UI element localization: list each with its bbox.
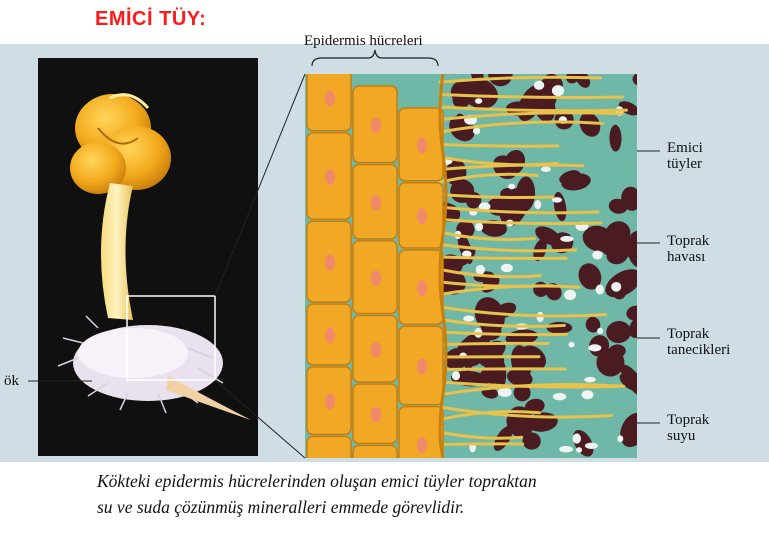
root-hair [440, 444, 523, 445]
label-soil-air: Toprak havası [667, 233, 709, 265]
cell-nucleus [417, 280, 427, 296]
air-pocket [582, 390, 594, 399]
cell-nucleus [371, 195, 381, 211]
air-pocket [553, 393, 567, 400]
air-pocket [611, 282, 621, 292]
root-hair [440, 257, 566, 258]
cell-nucleus [417, 137, 427, 153]
cell-nucleus [417, 437, 427, 453]
air-pocket [508, 184, 515, 190]
cell-nucleus [371, 342, 381, 358]
cell-nucleus [325, 255, 335, 271]
air-pocket [588, 344, 601, 351]
air-pocket [596, 285, 604, 295]
air-pocket [568, 342, 574, 348]
air-pocket [475, 98, 482, 104]
cell-nucleus [371, 117, 381, 133]
air-pocket [463, 316, 474, 322]
air-pocket [475, 223, 483, 232]
cell-nucleus [371, 407, 381, 423]
root-hair [440, 343, 548, 344]
cell-nucleus [417, 358, 427, 374]
zoom-line-top [215, 74, 305, 296]
epidermis-brace [312, 50, 438, 66]
cell-nucleus [325, 90, 335, 106]
label-root-hairs: Emici tüyler [667, 140, 703, 172]
air-pocket [452, 371, 460, 380]
air-pocket [564, 290, 576, 300]
cell-nucleus [325, 394, 335, 410]
air-pocket [541, 167, 551, 172]
zoom-box [127, 296, 215, 380]
air-pocket [597, 328, 603, 334]
root-hair [440, 369, 565, 370]
air-pocket [501, 264, 513, 272]
cell-nucleus [325, 327, 335, 343]
air-pocket [573, 433, 581, 443]
air-pocket [534, 200, 541, 209]
air-pocket [584, 377, 596, 383]
figure-caption: Kökteki epidermis hücrelerinden oluşan e… [97, 468, 537, 520]
root-hair [440, 145, 558, 147]
label-soil-water: Toprak suyu [667, 412, 709, 444]
label-soil-particles: Toprak tanecikleri [667, 326, 730, 358]
cell-nucleus [417, 208, 427, 224]
air-pocket [617, 435, 623, 442]
air-pocket [592, 250, 602, 259]
root-cross-section-illustration [305, 74, 637, 458]
soil-particle [546, 322, 572, 334]
air-pocket [576, 447, 582, 453]
epidermis-cell [307, 436, 351, 458]
air-pocket [473, 128, 480, 135]
air-pocket [559, 446, 573, 453]
cell-nucleus [325, 169, 335, 185]
air-pocket [476, 265, 485, 275]
air-pocket [534, 81, 545, 90]
cell-nucleus [371, 270, 381, 286]
air-pocket [585, 443, 598, 449]
epidermis-cell [353, 445, 397, 458]
label-root: ök [4, 373, 19, 389]
air-pocket [560, 236, 573, 242]
label-epidermis: Epidermis hücreleri [304, 33, 423, 49]
air-pocket [552, 85, 564, 96]
zoom-line-bottom [215, 380, 305, 458]
